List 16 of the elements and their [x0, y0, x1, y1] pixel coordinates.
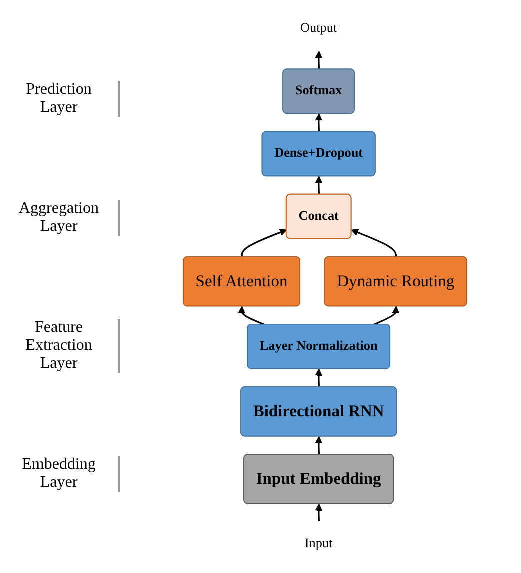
arrow: [316, 51, 323, 70]
arrow: [316, 114, 323, 132]
node-text: Input: [305, 536, 334, 551]
arrow: [316, 436, 323, 455]
node-text: Output: [300, 21, 338, 36]
layer-label: Aggregation Layer: [0, 200, 120, 236]
arrow: [316, 176, 323, 195]
arrow: [242, 229, 288, 258]
arrow: [374, 306, 400, 326]
layer-label: Embedding Layer: [0, 456, 120, 492]
arrow: [316, 368, 323, 388]
arrow: [352, 229, 398, 258]
arrow: [316, 504, 323, 522]
layer-label: Prediction Layer: [0, 81, 120, 118]
arrow: [238, 306, 266, 326]
layer-label: Feature Extraction Layer: [0, 318, 120, 373]
